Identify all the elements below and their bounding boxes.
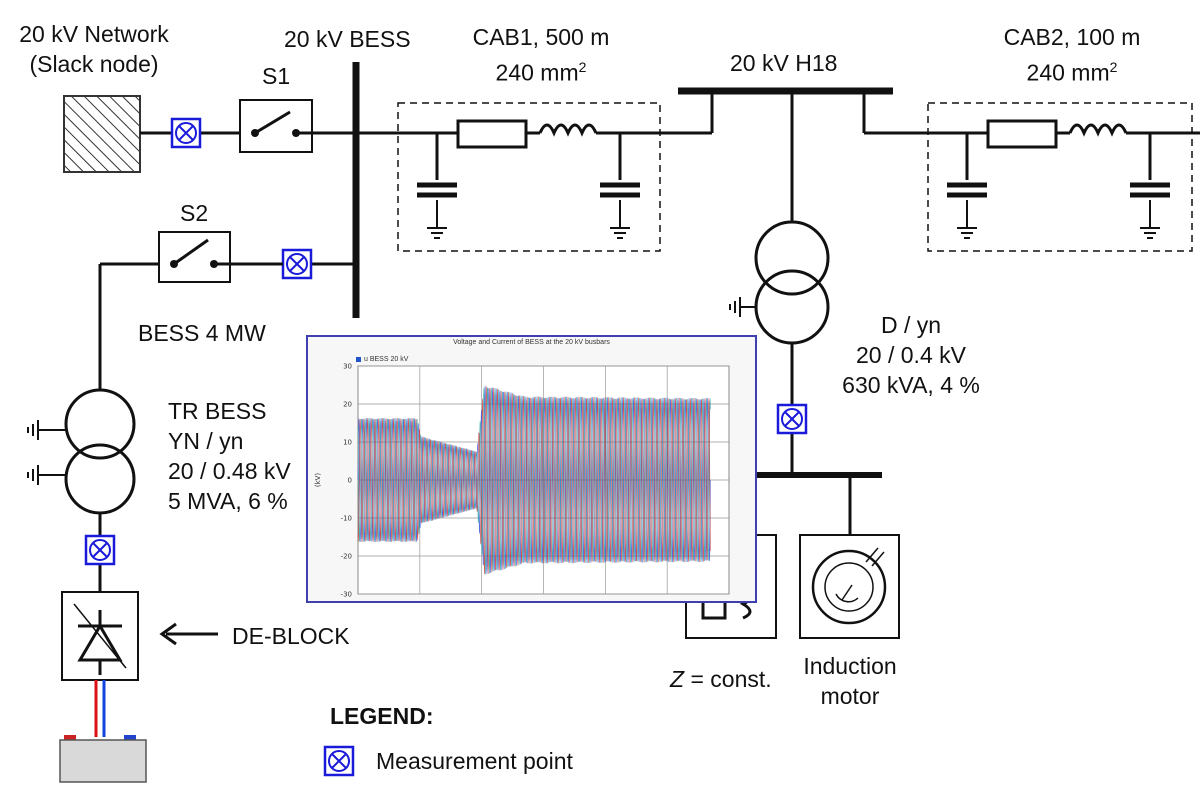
y-tick-label: -20 [341, 553, 352, 561]
induction-motor-icon [799, 534, 900, 639]
battery-icon [59, 735, 147, 783]
s1-label: S1 [262, 63, 291, 89]
chart-title: Voltage and Current of BESS at the 20 kV… [453, 339, 610, 346]
z-const-label: Z = const. [670, 666, 772, 692]
measurement-point-icon [84, 534, 116, 566]
transformer-d-yn [754, 220, 830, 345]
y-tick-label: 10 [343, 439, 352, 447]
y-tick-label: -10 [341, 515, 352, 523]
y-tick-label: 30 [343, 363, 352, 371]
inverter-icon [61, 591, 139, 681]
tr-bess-label: TR BESS YN / yn 20 / 0.48 kV 5 MVA, 6 % [168, 398, 291, 514]
de-block-label: DE-BLOCK [232, 623, 350, 649]
de-block-arrow-icon [159, 622, 218, 646]
cab1-resistor [456, 119, 528, 149]
bess-power-label: BESS 4 MW [138, 320, 266, 346]
measurement-point-icon [281, 248, 313, 280]
cab2-inductor [1068, 123, 1128, 137]
series-line-phase-1 [357, 385, 711, 575]
legend-title: LEGEND: [330, 703, 434, 729]
series-line-phase-3 [357, 386, 711, 575]
legend-measurement-icon [323, 745, 355, 777]
slack-node-source [63, 95, 141, 173]
switch-s1 [239, 99, 313, 153]
legend-series-label: u BESS 20 kV [364, 356, 409, 363]
measurement-point-icon [170, 117, 202, 149]
legend-swatch [356, 356, 361, 362]
cab1-boundary [397, 102, 661, 252]
h18-bus-label: 20 kV H18 [730, 50, 838, 76]
y-tick-label: 0 [348, 477, 352, 485]
network-label: 20 kV Network (Slack node) [19, 21, 169, 77]
transformer-tr-bess [64, 388, 136, 515]
cab2-resistor [986, 119, 1058, 149]
chart-plot: 30 20 10 0 -10 -20 -30 (kV) [314, 363, 730, 599]
cab1-label: CAB1, 500 m 240 mm2 [472, 24, 610, 86]
bess-bus-label: 20 kV BESS [284, 26, 411, 52]
legend-item-label: Measurement point [376, 748, 573, 774]
y-axis-label: (kV) [314, 473, 322, 488]
switch-s2 [158, 231, 231, 283]
chart-legend: u BESS 20 kV [356, 356, 408, 363]
induction-motor-label: Induction motor [803, 653, 897, 709]
tr-d-yn-label: D / yn 20 / 0.4 kV 630 kVA, 4 % [842, 312, 980, 398]
inset-chart: Voltage and Current of BESS at the 20 kV… [306, 335, 757, 603]
series-line-phase-2 [357, 387, 711, 575]
s2-label: S2 [180, 200, 209, 226]
cab1-inductor [538, 123, 598, 137]
y-tick-label: -30 [341, 591, 352, 599]
cab2-label: CAB2, 100 m 240 mm2 [1003, 24, 1141, 86]
y-tick-label: 20 [343, 401, 352, 409]
cab2-boundary [927, 102, 1193, 252]
measurement-point-icon [776, 403, 808, 435]
